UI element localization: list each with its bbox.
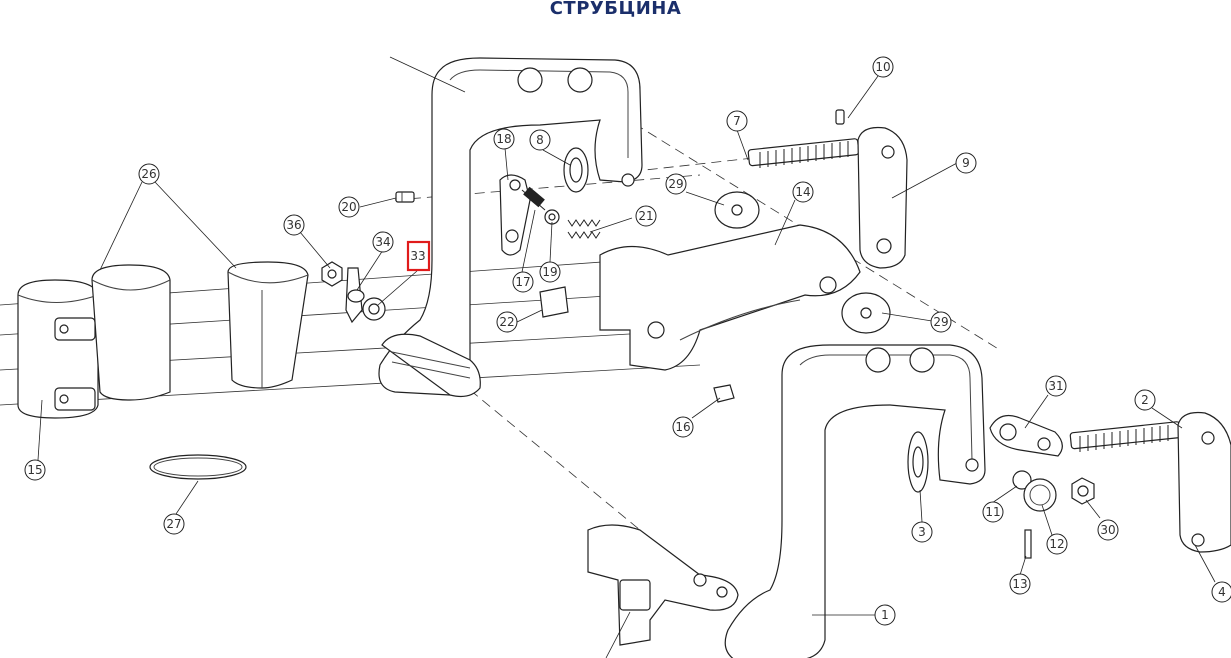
lever-part-18 (499, 174, 531, 256)
screw-part-10 (835, 109, 845, 125)
pin-part-17 (521, 186, 546, 211)
main-bracket-upper (378, 57, 643, 398)
callout-30-label: 30 (1100, 523, 1115, 537)
screw-part-7 (747, 138, 860, 168)
callout-3: 3 (911, 521, 933, 543)
callout-20-label: 20 (341, 200, 356, 214)
callout-20: 20 (338, 196, 360, 218)
callout-29a: 29 (665, 173, 687, 195)
callout-10: 10 (872, 56, 894, 78)
shell-part-26a (91, 264, 171, 401)
wing-part-34 (345, 267, 365, 324)
callout-18-label: 18 (496, 132, 511, 146)
nut-part-30 (1071, 477, 1095, 505)
highlight-box (406, 240, 431, 272)
callout-14-label: 14 (795, 185, 810, 199)
callout-34-label: 34 (375, 235, 390, 249)
callout-2: 2 (1134, 389, 1156, 411)
callout-8: 8 (529, 129, 551, 151)
cap-part-12 (1023, 478, 1057, 512)
callout-27: 27 (163, 513, 185, 535)
main-bracket-lower-part-1 (724, 344, 986, 658)
callout-4-label: 4 (1218, 585, 1226, 599)
callout-31: 31 (1045, 375, 1067, 397)
callout-26-label: 26 (141, 167, 156, 181)
washer-part-29b (841, 292, 891, 334)
handle-part-4 (1177, 411, 1231, 553)
callout-16-label: 16 (675, 420, 690, 434)
callout-7: 7 (726, 110, 748, 132)
callout-11: 11 (982, 501, 1004, 523)
callout-22: 22 (496, 311, 518, 333)
callout-13: 13 (1009, 573, 1031, 595)
callout-36-label: 36 (286, 218, 301, 232)
callout-15: 15 (24, 459, 46, 481)
callout-36: 36 (283, 214, 305, 236)
callout-12: 12 (1046, 533, 1068, 555)
callout-10-label: 10 (875, 60, 890, 74)
callout-21: 21 (635, 205, 657, 227)
callout-31-label: 31 (1048, 379, 1063, 393)
callout-14: 14 (792, 181, 814, 203)
callout-11-label: 11 (985, 505, 1000, 519)
callout-21-label: 21 (638, 209, 653, 223)
knob-part-11 (1012, 470, 1032, 490)
callout-16: 16 (672, 416, 694, 438)
callout-1-label: 1 (881, 608, 889, 622)
callout-4: 4 (1211, 581, 1231, 603)
callout-29a-label: 29 (668, 177, 683, 191)
callout-1: 1 (874, 604, 896, 626)
callout-27-label: 27 (166, 517, 181, 531)
callout-12-label: 12 (1049, 537, 1064, 551)
callout-3-label: 3 (918, 525, 926, 539)
bushing-part-8 (563, 147, 589, 193)
callout-26: 26 (138, 163, 160, 185)
bushing-part-3 (907, 431, 929, 493)
clamp-fragment (587, 524, 739, 646)
screw-part-16 (713, 384, 735, 403)
o-ring-part-27 (149, 454, 247, 480)
shell-part-26b (227, 261, 309, 389)
screw-part-2 (1069, 421, 1182, 452)
washer-part-19 (544, 209, 560, 225)
pin-part-20 (395, 191, 415, 203)
callout-13-label: 13 (1012, 577, 1027, 591)
callout-17-label: 17 (515, 275, 530, 289)
handle-part-9 (857, 126, 908, 269)
washer-part-29a (714, 191, 760, 229)
callout-15-label: 15 (27, 463, 42, 477)
callout-19-label: 19 (542, 265, 557, 279)
callout-2-label: 2 (1141, 393, 1149, 407)
nut-part-36 (321, 261, 343, 287)
spring-part-21 (567, 219, 601, 239)
callout-18: 18 (493, 128, 515, 150)
sleeve-part-15 (17, 279, 99, 419)
callout-7-label: 7 (733, 114, 741, 128)
page-title: СТРУБЦИНА (549, 0, 682, 19)
callout-29b: 29 (930, 311, 952, 333)
callout-17: 17 (512, 271, 534, 293)
block-part-22 (539, 286, 569, 318)
callout-22-label: 22 (499, 315, 514, 329)
callout-8-label: 8 (536, 133, 544, 147)
callout-33-label: 33 (410, 249, 425, 263)
callout-9-label: 9 (962, 156, 970, 170)
callout-29b-label: 29 (933, 315, 948, 329)
callout-19: 19 (539, 261, 561, 283)
callout-30: 30 (1097, 519, 1119, 541)
link-plate-part-31 (989, 415, 1063, 457)
leader-lines (37, 56, 1216, 658)
arm-part-14 (599, 224, 861, 371)
callout-9: 9 (955, 152, 977, 174)
callout-33-highlighted: 33 (406, 240, 431, 272)
pin-part-13 (1024, 529, 1032, 559)
callout-34: 34 (372, 231, 394, 253)
